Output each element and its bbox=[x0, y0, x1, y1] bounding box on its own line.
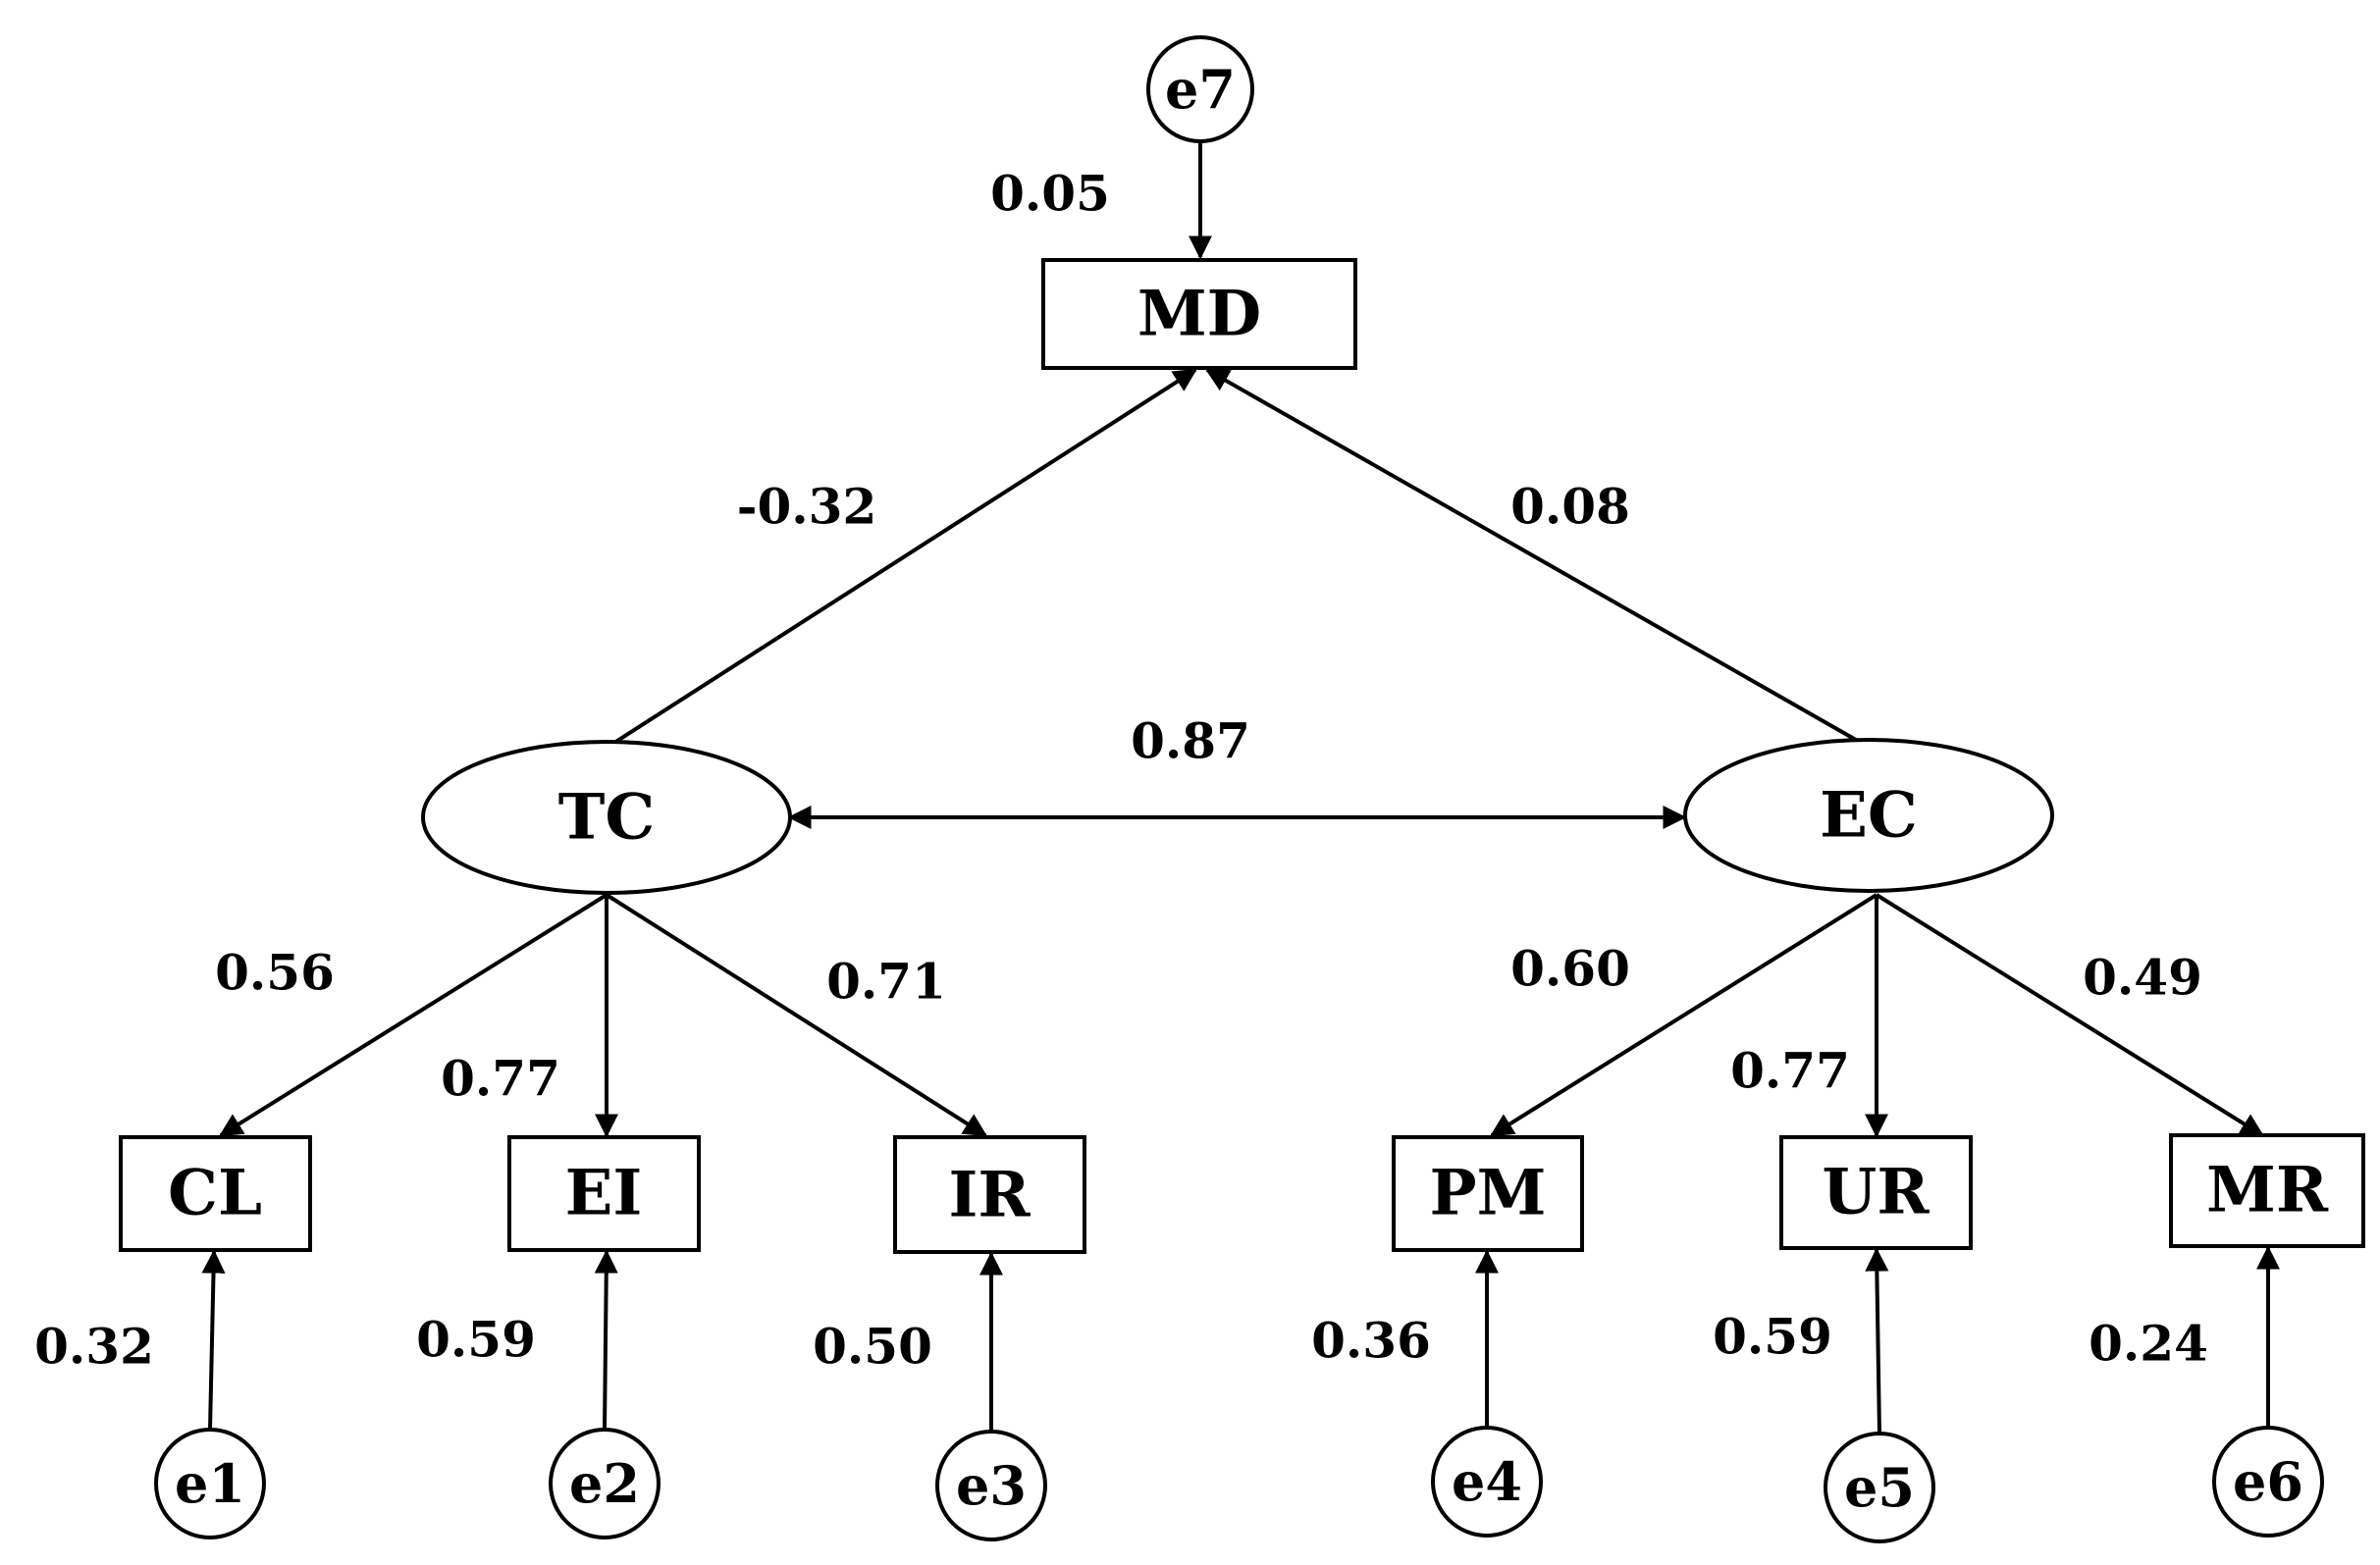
coef-ec-mr: 0.49 bbox=[2083, 949, 2202, 1007]
coef-e6-mr: 0.24 bbox=[2089, 1315, 2208, 1373]
node-label-cl: CL bbox=[168, 1157, 262, 1230]
error-label-e4: e4 bbox=[1452, 1450, 1522, 1513]
observed-node-md: MD bbox=[1041, 258, 1357, 370]
error-node-e6: e6 bbox=[2212, 1426, 2324, 1538]
error-node-e5: e5 bbox=[1824, 1432, 1935, 1543]
coef-tc-md: -0.32 bbox=[737, 478, 877, 536]
path-ec-mr bbox=[1875, 893, 2265, 1137]
observed-node-pm: PM bbox=[1392, 1135, 1584, 1252]
latent-node-ec: EC bbox=[1683, 738, 2054, 893]
error-node-e7: e7 bbox=[1146, 35, 1254, 143]
coef-e7-md: 0.05 bbox=[990, 165, 1110, 223]
error-label-e6: e6 bbox=[2233, 1450, 2303, 1513]
coef-tc-cl: 0.56 bbox=[215, 944, 335, 1002]
observed-node-ei: EI bbox=[507, 1135, 701, 1252]
node-label-mr: MR bbox=[2206, 1154, 2329, 1227]
error-label-e5: e5 bbox=[1844, 1456, 1915, 1519]
observed-node-mr: MR bbox=[2169, 1133, 2365, 1248]
path-tc-md bbox=[605, 368, 1198, 750]
observed-node-cl: CL bbox=[119, 1135, 312, 1252]
path-ec-md bbox=[1204, 368, 1864, 746]
path-tc-ir bbox=[605, 893, 988, 1137]
path-ec-pm bbox=[1489, 893, 1878, 1137]
error-node-e1: e1 bbox=[154, 1428, 266, 1539]
path-e2-ei bbox=[594, 1249, 618, 1431]
error-node-e2: e2 bbox=[549, 1428, 661, 1539]
coef-ec-md: 0.08 bbox=[1510, 478, 1630, 536]
coef-tc-ir: 0.71 bbox=[826, 953, 946, 1011]
error-label-e2: e2 bbox=[569, 1452, 640, 1515]
coef-e2-ei: 0.59 bbox=[416, 1311, 536, 1369]
error-label-e3: e3 bbox=[956, 1454, 1027, 1517]
coef-tc-ei: 0.77 bbox=[441, 1050, 560, 1108]
path-e1-cl bbox=[201, 1249, 226, 1431]
node-label-ei: EI bbox=[565, 1157, 643, 1230]
node-label-ur: UR bbox=[1823, 1156, 1930, 1229]
observed-node-ur: UR bbox=[1779, 1135, 1973, 1250]
node-label-ir: IR bbox=[948, 1159, 1031, 1232]
node-label-pm: PM bbox=[1430, 1157, 1547, 1230]
error-label-e1: e1 bbox=[175, 1452, 245, 1515]
coef-ec-pm: 0.60 bbox=[1510, 940, 1630, 998]
latent-node-tc: TC bbox=[421, 740, 792, 895]
coef-e4-pm: 0.36 bbox=[1311, 1312, 1431, 1370]
coef-tc-ec: 0.87 bbox=[1131, 712, 1250, 770]
observed-node-ir: IR bbox=[893, 1135, 1086, 1254]
error-label-e7: e7 bbox=[1165, 58, 1236, 121]
path-e5-ur bbox=[1865, 1247, 1889, 1435]
error-node-e4: e4 bbox=[1431, 1426, 1543, 1538]
error-node-e3: e3 bbox=[935, 1430, 1047, 1541]
coef-ec-ur: 0.77 bbox=[1730, 1042, 1850, 1100]
node-label-ec: EC bbox=[1820, 779, 1918, 853]
node-label-md: MD bbox=[1137, 278, 1261, 351]
coef-e1-cl: 0.32 bbox=[34, 1318, 154, 1376]
node-label-tc: TC bbox=[558, 781, 656, 855]
coef-e5-ur: 0.59 bbox=[1713, 1308, 1832, 1366]
path-tc-cl bbox=[218, 893, 608, 1137]
coef-e3-ir: 0.50 bbox=[813, 1318, 932, 1376]
